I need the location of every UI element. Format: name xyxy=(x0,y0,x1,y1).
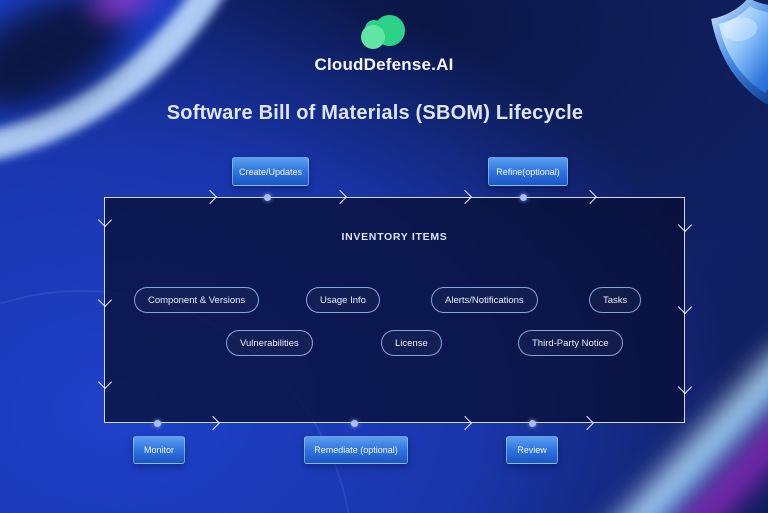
inventory-item-pill: License xyxy=(381,330,442,356)
flow-node-dot xyxy=(351,420,358,427)
inventory-item-pill: Third-Party Notice xyxy=(518,330,623,356)
shield-icon xyxy=(711,0,768,105)
brand-name: CloudDefense.AI xyxy=(314,55,454,74)
flow-node-dot xyxy=(529,420,536,427)
step-refine-button[interactable]: Refine(optional) xyxy=(488,157,568,186)
page-title: Software Bill of Materials (SBOM) Lifecy… xyxy=(166,102,584,124)
inventory-items-heading: INVENTORY ITEMS xyxy=(341,231,448,243)
step-monitor-button[interactable]: Monitor xyxy=(133,436,185,464)
inventory-frame xyxy=(104,197,685,423)
inventory-item-pill: Alerts/Notifications xyxy=(431,287,538,313)
step-remediate-button[interactable]: Remediate (optional) xyxy=(304,436,408,464)
flow-node-dot xyxy=(520,194,527,201)
step-review-button[interactable]: Review xyxy=(506,436,558,464)
flow-node-dot xyxy=(264,194,271,201)
step-create-updates-button[interactable]: Create/Updates xyxy=(232,157,309,186)
cloud-logo-icon xyxy=(360,13,408,51)
inventory-item-pill: Component & Versions xyxy=(134,287,260,313)
inventory-item-pill: Tasks xyxy=(589,287,642,313)
flow-node-dot xyxy=(154,420,161,427)
inventory-item-pill: Usage Info xyxy=(306,287,380,313)
inventory-item-pill: Vulnerabilities xyxy=(226,330,313,356)
